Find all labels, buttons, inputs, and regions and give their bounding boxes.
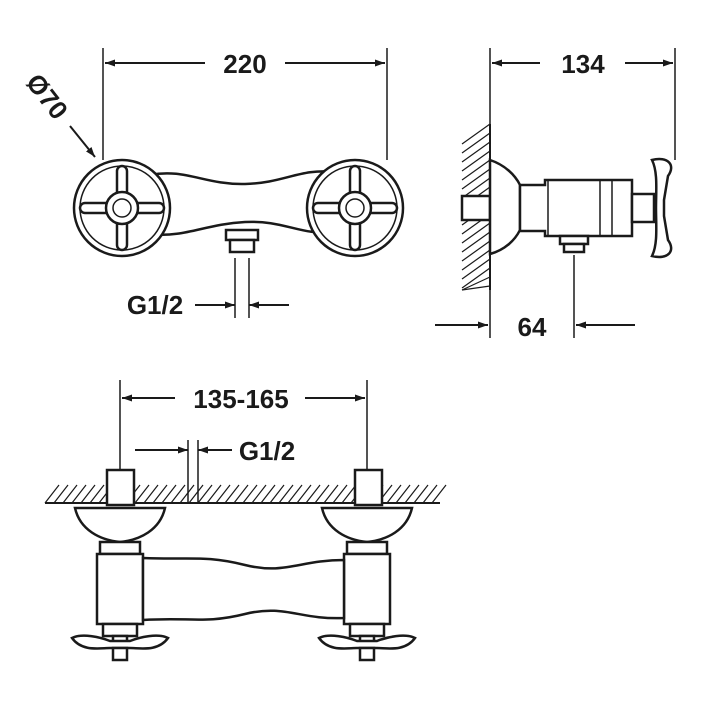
hatch-line (461, 240, 491, 262)
hatch-line (197, 484, 213, 504)
hatch-line (314, 484, 330, 504)
bottom-thread-label: G1/2 (239, 436, 295, 466)
hatch-line (413, 484, 429, 504)
front-view: 220 Ø70 (20, 48, 405, 320)
hatch-line (461, 132, 491, 154)
side-body (518, 178, 634, 238)
center-distance-label: 135-165 (193, 384, 288, 414)
hatch-line (461, 276, 491, 291)
hatch-line (461, 258, 491, 280)
hatch-line (386, 484, 402, 504)
hatch-line (215, 484, 231, 504)
hatch-line (179, 484, 195, 504)
left-cross-handle (78, 164, 166, 252)
hatch-line (341, 484, 357, 504)
hatch-line (422, 484, 438, 504)
diameter-leader (69, 125, 96, 158)
hatch-line (224, 484, 240, 504)
hatch-line (296, 484, 312, 504)
hatch-line (80, 484, 96, 504)
diameter-label: Ø70 (20, 68, 74, 125)
hatch-line (161, 484, 177, 504)
hatch-line (395, 484, 411, 504)
hatch-line (53, 484, 69, 504)
hatch-line (431, 484, 447, 504)
hatch-line (461, 150, 491, 172)
hatch-line (404, 484, 420, 504)
hatch-line (143, 484, 159, 504)
hatch-line (89, 484, 105, 504)
hatch-line (278, 484, 294, 504)
outlet-connector (224, 228, 260, 254)
side-view: 134 64 (435, 48, 676, 342)
depth-dimension-label: 134 (561, 49, 605, 79)
hatch-line (152, 484, 168, 504)
hatch-line (251, 484, 267, 504)
hatch-line (461, 231, 491, 253)
hatch-line (461, 159, 491, 181)
bottom-wall-hatch (44, 484, 447, 504)
hatch-line (461, 222, 491, 244)
width-dimension-label: 220 (223, 49, 266, 79)
hatch-line (62, 484, 78, 504)
hatch-line (71, 484, 87, 504)
outlet-offset-label: 64 (518, 312, 547, 342)
hatch-line (206, 484, 222, 504)
right-lever-handle (317, 634, 417, 662)
hatch-line (461, 177, 491, 199)
hatch-line (323, 484, 339, 504)
hatch-line (461, 168, 491, 190)
hatch-line (242, 484, 258, 504)
hatch-line (287, 484, 303, 504)
hatch-line (233, 484, 249, 504)
front-thread-label: G1/2 (127, 290, 183, 320)
hatch-line (461, 141, 491, 163)
hatch-line (269, 484, 285, 504)
side-rosette (488, 158, 522, 256)
side-handle (650, 157, 673, 259)
hatch-line (461, 285, 491, 291)
hatch-line (332, 484, 348, 504)
hatch-line (188, 484, 204, 504)
right-cross-handle (311, 164, 399, 252)
hatch-line (461, 267, 491, 289)
hatch-line (134, 484, 150, 504)
bottom-view: 135-165 G1/2 (44, 380, 447, 662)
hatch-line (305, 484, 321, 504)
left-lever-handle (70, 634, 170, 662)
hatch-line (170, 484, 186, 504)
bottom-body (141, 556, 346, 622)
hatch-line (461, 249, 491, 271)
hatch-line (461, 123, 491, 145)
hatch-line (260, 484, 276, 504)
hatch-line (44, 484, 60, 504)
